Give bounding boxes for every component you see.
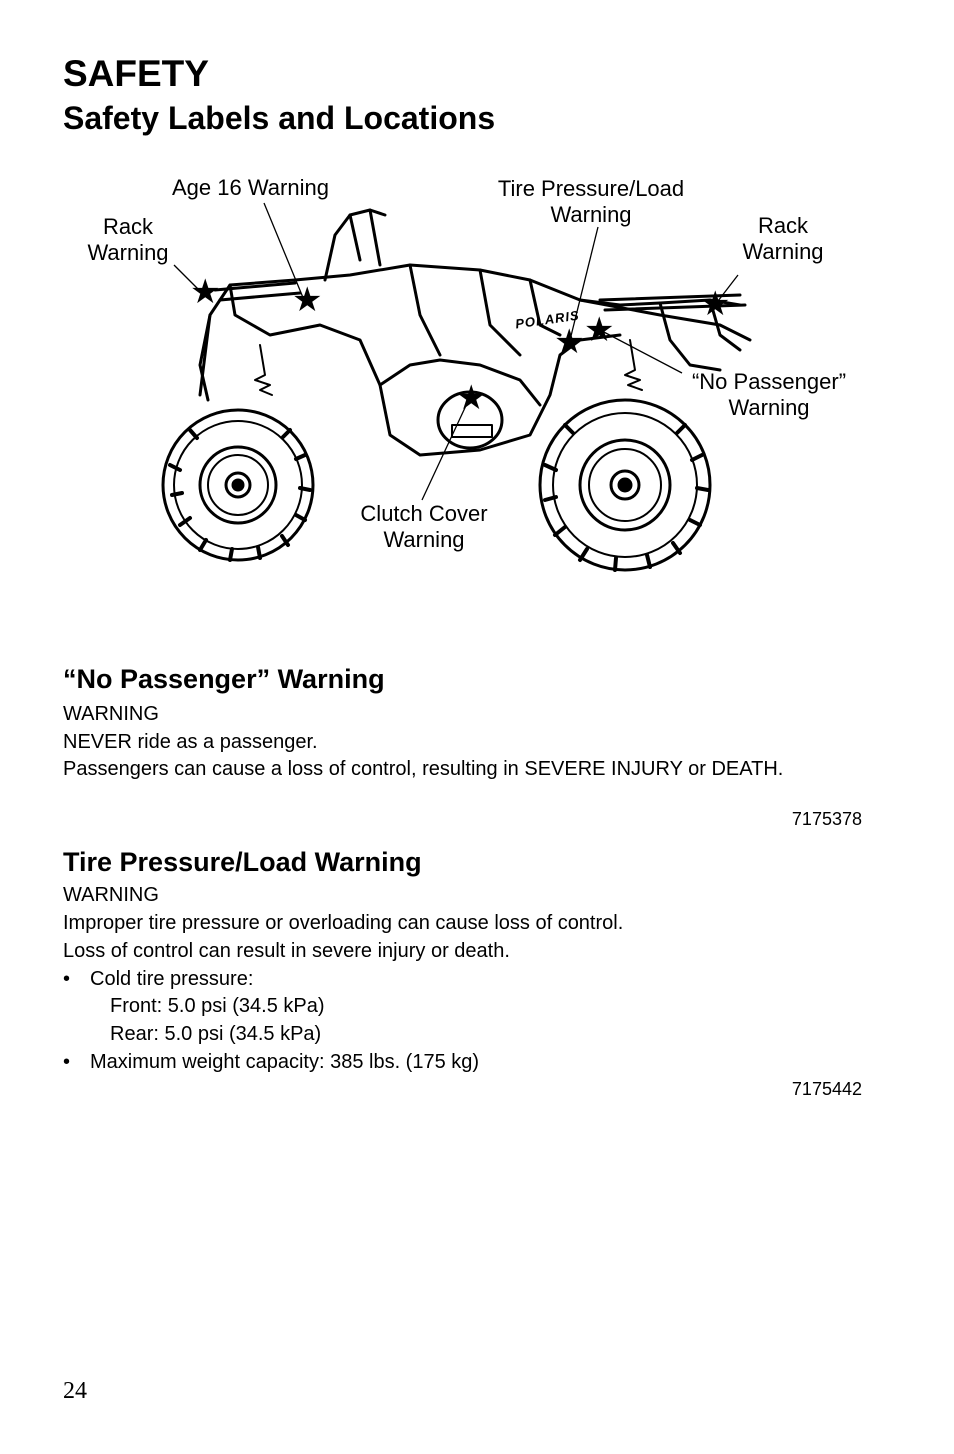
callout-rack-left: Rack Warning bbox=[87, 214, 169, 265]
callout-rack-right: Rack Warning bbox=[742, 213, 824, 264]
label-part-number: 7175442 bbox=[791, 1079, 862, 1099]
bullet-icon: • bbox=[63, 968, 71, 990]
bullet-icon: • bbox=[63, 1051, 71, 1073]
warning-text: Passengers can cause a loss of control, … bbox=[63, 758, 784, 780]
atv-label-diagram: POLARIS ★ ★ ★ ★ ★ ★ Age 16 Warning Tire … bbox=[60, 165, 900, 585]
warning-label: WARNING bbox=[63, 703, 159, 725]
front-wheel bbox=[161, 408, 315, 562]
warning-text: Improper tire pressure or overloading ca… bbox=[63, 912, 624, 934]
bullet-cold-pressure: Cold tire pressure: bbox=[90, 968, 254, 990]
star-icon: ★ bbox=[554, 323, 585, 361]
callout-age16-text: Age 16 Warning bbox=[172, 175, 329, 200]
callout-clutch-cover: Clutch Cover Warning bbox=[360, 501, 488, 552]
star-icon: ★ bbox=[190, 273, 221, 311]
page-title: SAFETY bbox=[63, 53, 209, 94]
warning-label: WARNING bbox=[63, 884, 159, 906]
star-icon: ★ bbox=[456, 379, 487, 417]
bullet-max-weight: Maximum weight capacity: 385 lbs. (175 k… bbox=[90, 1051, 480, 1073]
star-icon: ★ bbox=[584, 311, 615, 349]
leader-lines bbox=[173, 202, 739, 501]
star-icon: ★ bbox=[292, 281, 323, 319]
star-icon: ★ bbox=[700, 285, 731, 323]
label-part-number: 7175378 bbox=[791, 809, 862, 829]
callout-no-passenger: “No Passenger” Warning bbox=[691, 369, 847, 420]
rear-pressure: Rear: 5.0 psi (34.5 kPa) bbox=[110, 1023, 322, 1045]
atv-illustration bbox=[161, 202, 752, 572]
callout-age16: Age 16 Warning bbox=[172, 175, 329, 201]
warning-text: Loss of control can result in severe inj… bbox=[63, 940, 510, 962]
callout-tire-pressure: Tire Pressure/Load Warning bbox=[497, 176, 685, 227]
section-heading-tire-pressure: Tire Pressure/Load Warning bbox=[63, 847, 422, 877]
atv-body bbox=[198, 208, 752, 457]
tire-treads bbox=[168, 423, 710, 572]
rear-wheel bbox=[538, 398, 712, 572]
front-pressure: Front: 5.0 psi (34.5 kPa) bbox=[110, 995, 325, 1017]
page-number: 24 bbox=[63, 1378, 87, 1404]
section-heading-no-passenger: “No Passenger” Warning bbox=[63, 664, 385, 694]
page-subtitle: Safety Labels and Locations bbox=[63, 100, 496, 136]
warning-text: NEVER ride as a passenger. bbox=[63, 731, 318, 753]
